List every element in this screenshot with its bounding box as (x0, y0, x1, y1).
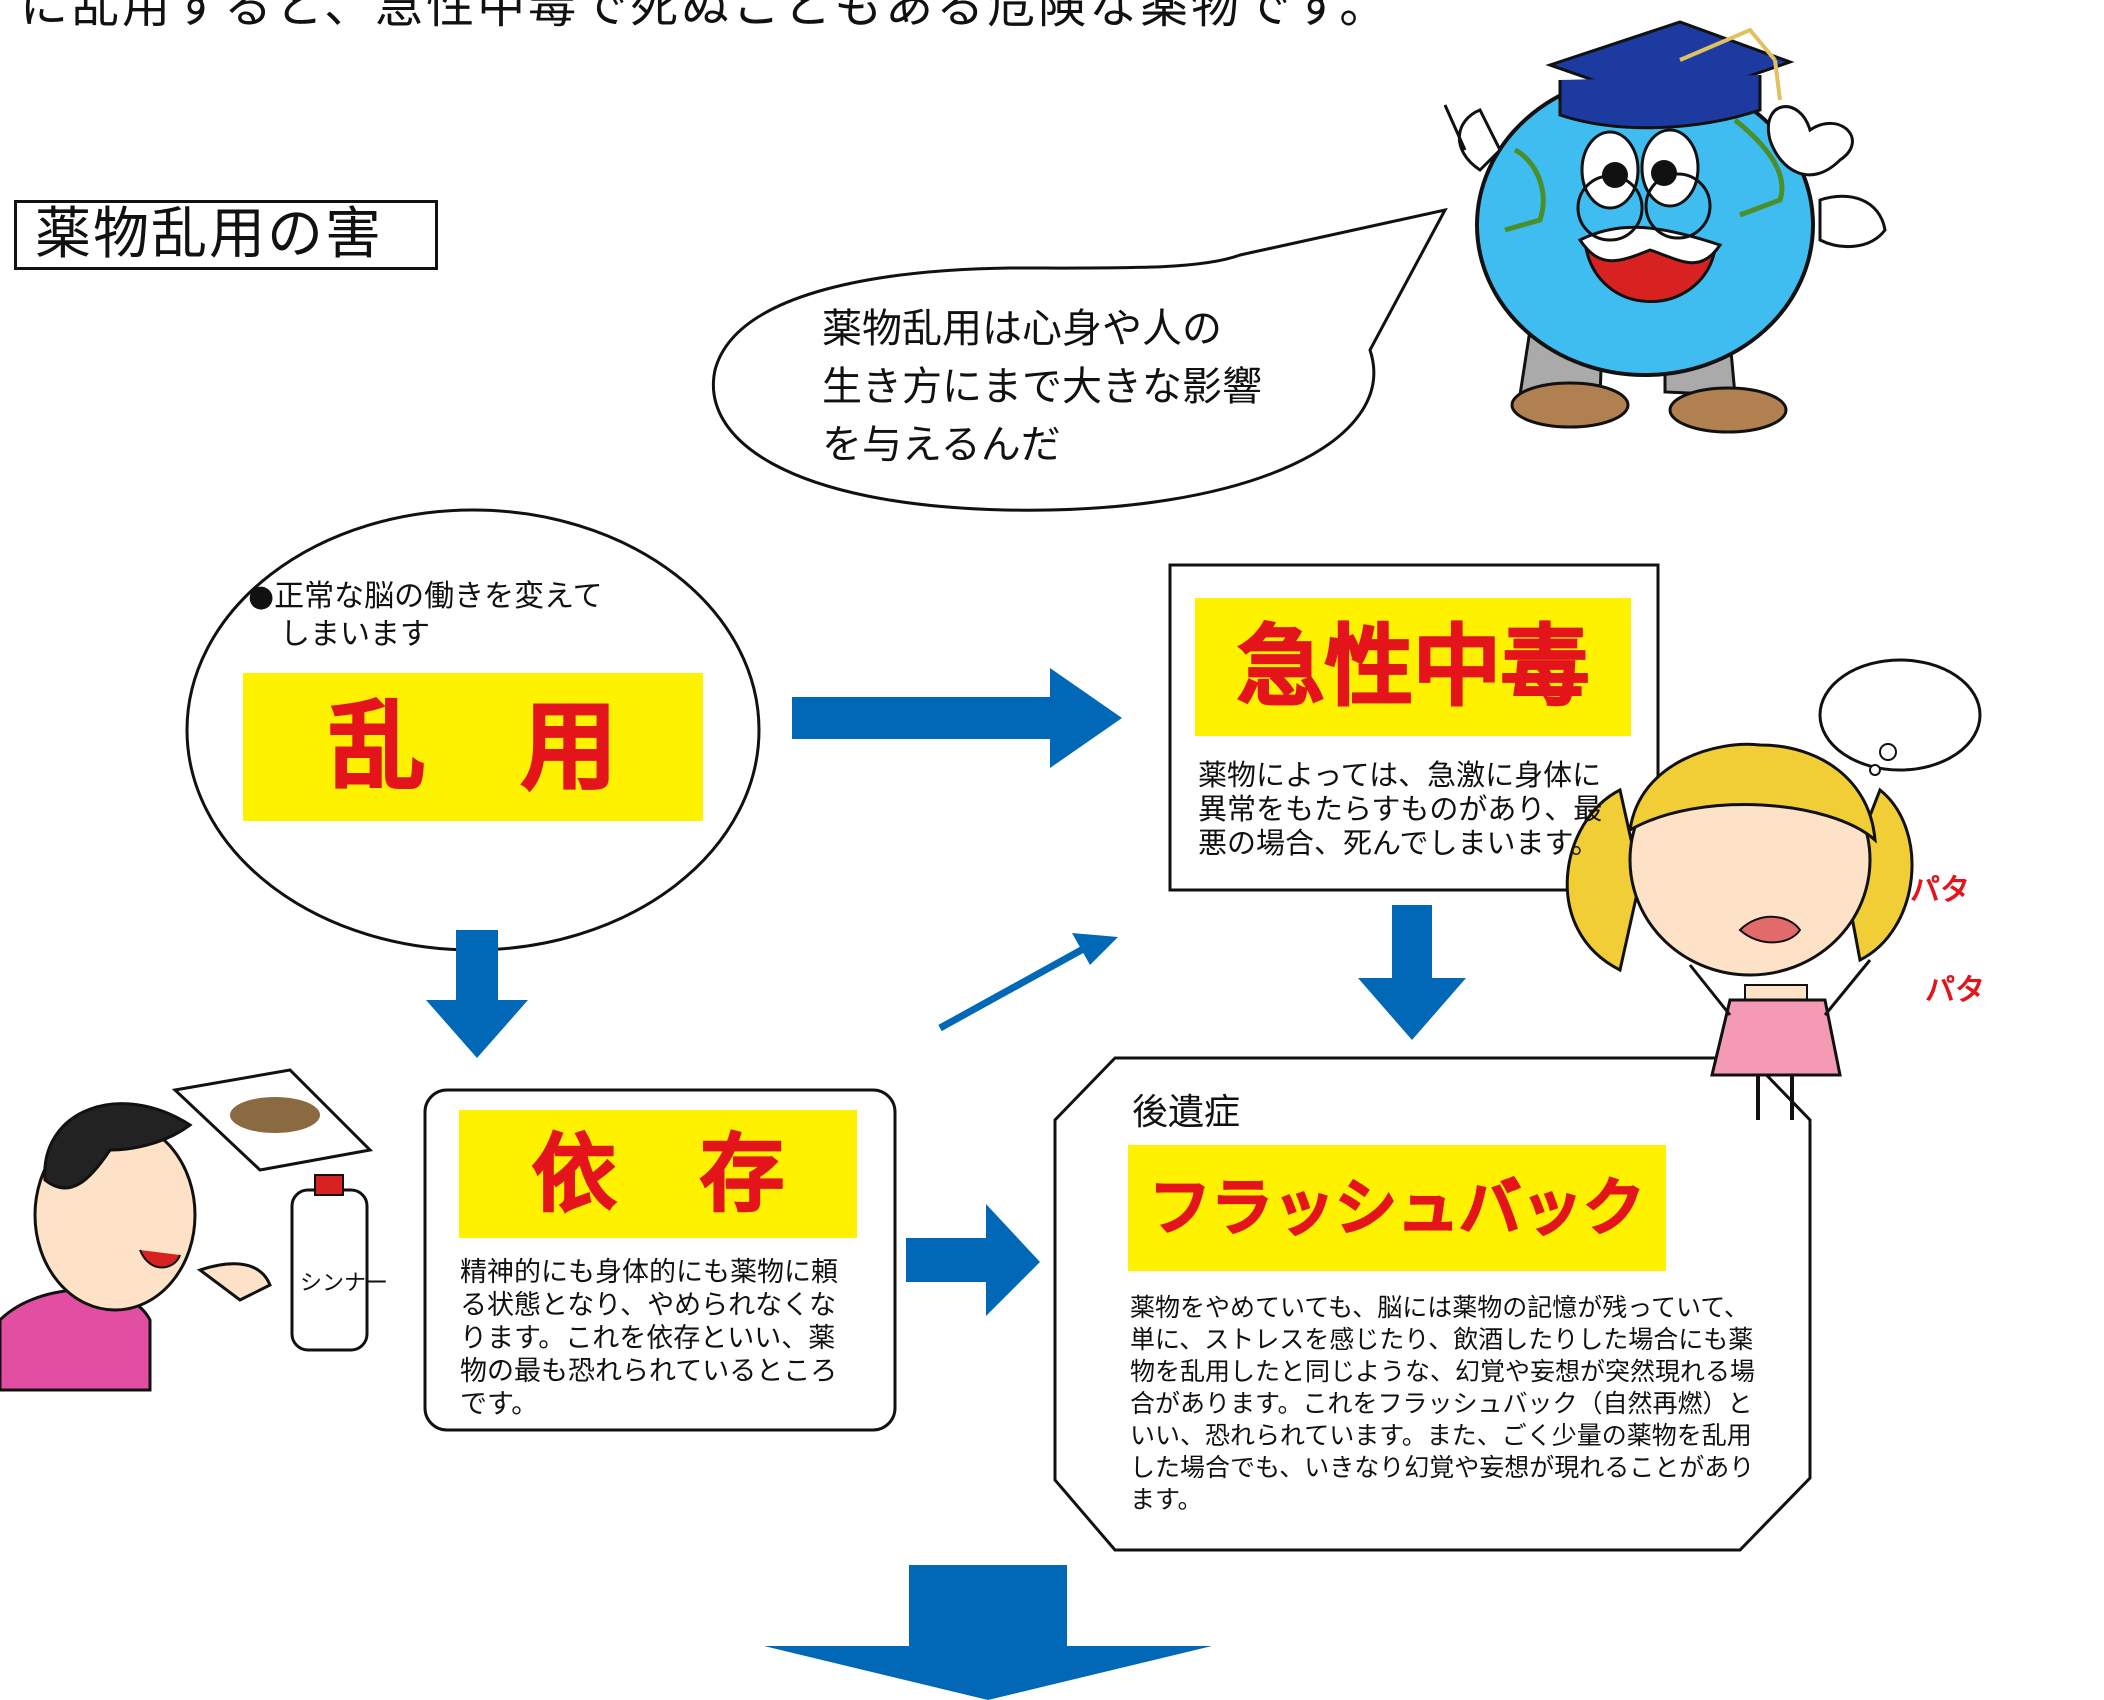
abuse-note-line: しまいます (280, 617, 430, 652)
sfx-pata-1: パタ (1910, 873, 1970, 908)
bottle-label: シンナー (300, 1271, 388, 1296)
dependence-desc-line: る状態となり、やめられなくな (460, 1290, 837, 1321)
girl-illustration (1565, 658, 1982, 1120)
speech-line: 薬物乱用は心身や人の (822, 306, 1222, 352)
flashback-desc-line: した場合でも、いきなり幻覚や妄想が現れることがあり (1130, 1453, 1755, 1482)
flashback-category: 後遺症 (1132, 1092, 1241, 1133)
arrow-acute-to-flashback (1358, 905, 1466, 1040)
flashback-desc-line: 薬物をやめていても、脳には薬物の記憶が残っていて、 (1130, 1293, 1750, 1322)
dependence-label: 依 存 (459, 1110, 857, 1238)
abuse-note: ●正常な脳の働きを変えて しまいます (248, 578, 668, 654)
arrow-dependence-to-acute (938, 933, 1118, 1032)
dependence-desc-line: ります。これを依存といい、薬 (460, 1323, 836, 1354)
dependence-desc-line: 精神的にも身体的にも薬物に頼 (460, 1257, 838, 1288)
flashback-desc-line: ます。 (1130, 1485, 1203, 1514)
flashback-desc-line: 物を乱用したと同じような、幻覚や妄想が突然現れる場 (1130, 1357, 1756, 1386)
sfx-pata-2: パタ (1925, 973, 1985, 1008)
acute-label: 急性中毒 (1195, 598, 1631, 736)
flashback-desc-line: 単に、ストレスを感じたり、飲酒したりした場合にも薬 (1130, 1325, 1754, 1354)
flashback-desc-line: いい、恐れられています。また、ごく少量の薬物を乱用 (1130, 1421, 1752, 1450)
acute-description: 薬物によっては、急激に身体に 異常をもたらすものがあり、最 悪の場合、死んでしま… (1198, 758, 1638, 860)
speech-bubble (712, 207, 1448, 512)
acute-desc-line: 異常をもたらすものがあり、最 (1198, 792, 1603, 826)
arrow-abuse-to-dependence (426, 930, 528, 1058)
man-illustration: シンナー (0, 1068, 388, 1392)
speech-line: を与えるんだ (822, 422, 1061, 468)
acute-desc-line: 悪の場合、死んでしまいます。 (1198, 826, 1600, 860)
flashback-desc-line: 合があります。これをフラッシュバック（自然再燃）と (1130, 1389, 1753, 1418)
arrow-abuse-to-acute (792, 668, 1122, 768)
flashback-description: 薬物をやめていても、脳には薬物の記憶が残っていて、 単に、ストレスを感じたり、飲… (1130, 1292, 1790, 1516)
dependence-description: 精神的にも身体的にも薬物に頼 る状態となり、やめられなくな ります。これを依存と… (460, 1256, 880, 1421)
speech-line: 生き方にまで大きな影響 (822, 364, 1262, 410)
arrow-dependence-to-flashback (906, 1204, 1040, 1316)
flashback-label: フラッシュバック (1128, 1145, 1666, 1271)
acute-desc-line: 薬物によっては、急激に身体に (1198, 758, 1602, 792)
professor-globe-mascot (1443, 20, 1887, 434)
dependence-desc-line: 物の最も恐れられているところ (460, 1356, 838, 1387)
abuse-label: 乱 用 (243, 673, 703, 821)
section-title: 薬物乱用の害 (14, 200, 438, 270)
speech-text: 薬物乱用は心身や人の 生き方にまで大きな影響 を与えるんだ (822, 300, 1342, 474)
top-text: に乱用すると、急性中毒で死ぬこともある危険な薬物です。 (20, 0, 1391, 34)
abuse-note-line: ●正常な脳の働きを変えて (248, 579, 603, 614)
dependence-desc-line: です。 (460, 1389, 539, 1420)
arrow-bottom-down (764, 1565, 1212, 1700)
